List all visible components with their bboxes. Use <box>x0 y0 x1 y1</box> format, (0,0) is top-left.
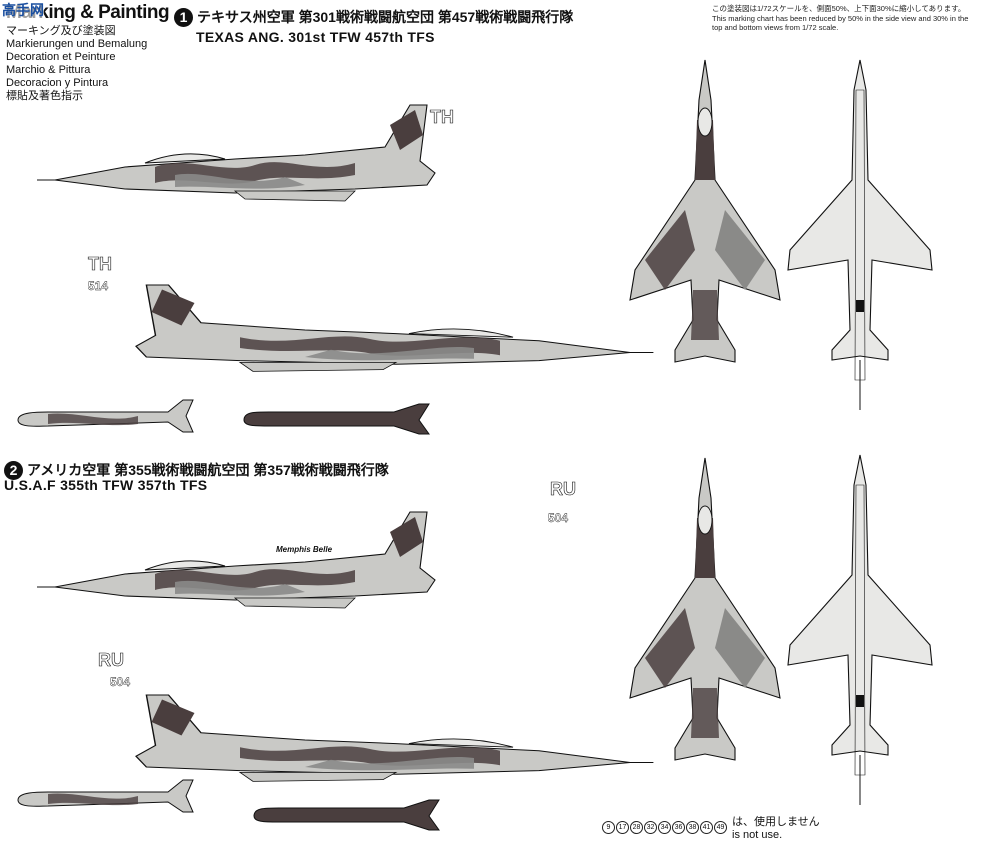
subtitle-es: Decoracion y Pintura <box>6 77 109 89</box>
unused-decal: 17 <box>616 821 629 834</box>
unused-decal: 36 <box>672 821 685 834</box>
tail-code-1: TH <box>430 107 454 127</box>
aircraft-1-bottom-view <box>787 59 933 411</box>
subtitle-fr: Decoration et Peinture <box>6 51 116 63</box>
aircraft-2-side-left <box>36 511 436 609</box>
tail-code-2: RU <box>550 479 576 499</box>
serial-1: 514 <box>88 279 108 293</box>
unused-decal: 49 <box>714 821 727 834</box>
unused-decal: 9 <box>602 821 615 834</box>
subtitle-it: Marchio & Pittura <box>6 64 91 76</box>
section-1-title-en: TEXAS ANG. 301st TFW 457th TFS <box>196 29 435 45</box>
bomb-2 <box>253 799 440 831</box>
page-title: Marking & Painting <box>6 2 170 23</box>
section-1-title-jp: テキサス州空軍 第301戦術戦闘航空団 第457戦術戦闘飛行隊 <box>197 9 574 25</box>
subtitle-cn: 標貼及著色指示 <box>6 90 83 102</box>
aircraft-2-side-right <box>135 694 655 783</box>
unused-decal: 28 <box>630 821 643 834</box>
unused-decal: 34 <box>658 821 671 834</box>
tail-code-1-right: TH <box>88 254 112 274</box>
watermark-logo: 高手网 <box>2 0 44 20</box>
aircraft-2-bottom-view <box>787 454 933 806</box>
scale-note-jp: この塗装図は1/72スケールを、側面50%、上下面30%に縮小してあります。 <box>712 4 966 13</box>
aircraft-1-side-right <box>135 284 655 373</box>
scale-note: この塗装図は1/72スケールを、側面50%、上下面30%に縮小してあります。 T… <box>712 4 980 33</box>
section-2-badge: 2 <box>4 461 23 481</box>
serial-2-right: 504 <box>110 675 130 689</box>
unused-decal: 32 <box>644 821 657 834</box>
drop-tank-1 <box>17 399 194 433</box>
scale-note-en: This marking chart has been reduced by 5… <box>712 13 969 33</box>
bomb-1 <box>243 403 430 435</box>
subtitle-de: Markierungen und Bemalung <box>6 38 148 50</box>
section-1-badge: 1 <box>174 8 193 28</box>
unused-decal: 41 <box>700 821 713 834</box>
tail-code-2-right: RU <box>98 650 124 670</box>
unused-note-en: is not use. <box>732 829 783 841</box>
drop-tank-2 <box>17 779 194 813</box>
serial-2: 504 <box>548 511 568 525</box>
unused-note-jp: は、使用しません <box>732 816 820 828</box>
aircraft-2-top-view <box>629 457 781 761</box>
unused-note: は、使用しません is not use. <box>732 816 820 842</box>
aircraft-1-side-left <box>36 104 436 202</box>
aircraft-1-top-view <box>629 59 781 363</box>
nose-art-2: Memphis Belle <box>276 545 333 554</box>
subtitle-jp: マーキング及び塗装図 <box>6 25 116 37</box>
section-2-title-en: U.S.A.F 355th TFW 357th TFS <box>4 477 208 493</box>
section-2-title-jp: アメリカ空軍 第355戦術戦闘航空団 第357戦術戦闘飛行隊 <box>27 462 389 478</box>
unused-decal: 38 <box>686 821 699 834</box>
